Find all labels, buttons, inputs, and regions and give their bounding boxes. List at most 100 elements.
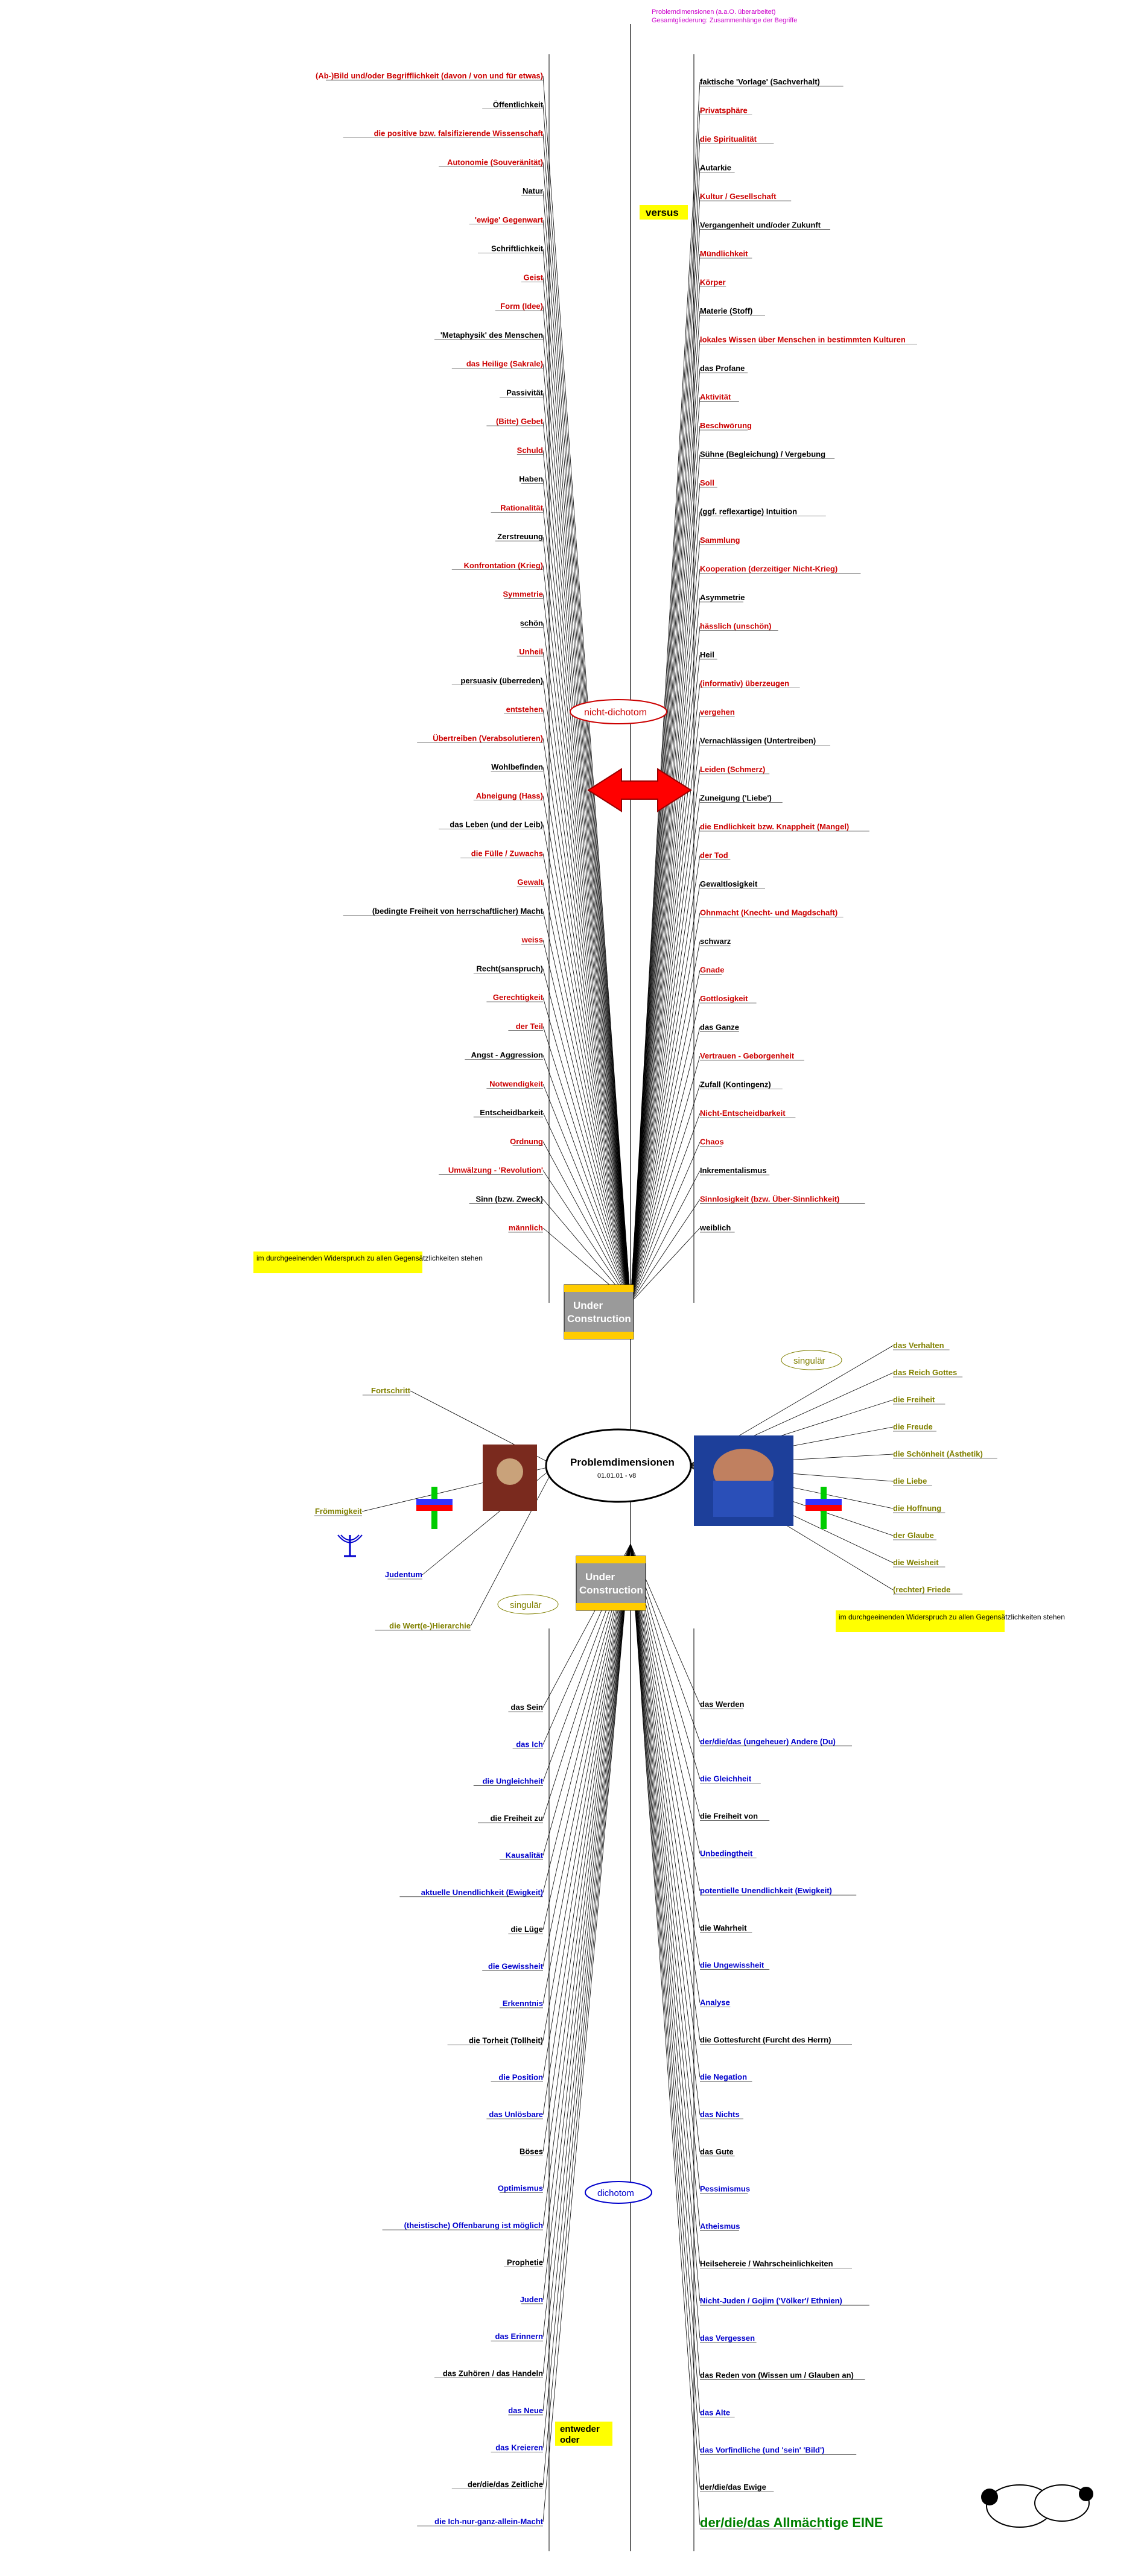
topic-schwarz[interactable]: schwarz (700, 937, 731, 946)
topic-das-leben-und-der-leib[interactable]: das Leben (und der Leib) (450, 820, 543, 829)
topic-aktivität[interactable]: Aktivität (700, 393, 731, 402)
topic-konfrontation-krieg[interactable]: Konfrontation (Krieg) (464, 561, 543, 570)
topic-rationalität[interactable]: Rationalität (500, 503, 543, 512)
topic-natur[interactable]: Natur (523, 186, 543, 195)
topic-öffentlichkeit[interactable]: Öffentlichkeit (493, 100, 544, 109)
topic-autarkie[interactable]: Autarkie (700, 163, 731, 172)
topic-analyse[interactable]: Analyse (700, 1998, 730, 2007)
topic-der-die-das-ewige[interactable]: der/die/das Ewige (700, 2483, 766, 2492)
topic-das-ganze[interactable]: das Ganze (700, 1023, 739, 1032)
topic-das-sein[interactable]: das Sein (511, 1703, 544, 1712)
topic-soll[interactable]: Soll (700, 478, 714, 487)
topic-vergehen[interactable]: vergehen (700, 707, 735, 717)
topic-die-ungewissheit[interactable]: die Ungewissheit (700, 1961, 764, 1970)
topic-metaphysik-des-menschen[interactable]: 'Metaphysik' des Menschen (440, 331, 543, 340)
topic-heil[interactable]: Heil (700, 650, 714, 659)
topic-der-die-das-zeitliche[interactable]: der/die/das Zeitliche (468, 2480, 543, 2489)
topic-ggf-reflexartige-intuition[interactable]: (ggf. reflexartige) Intuition (700, 507, 797, 516)
topic-männlich[interactable]: männlich (509, 1223, 543, 1232)
dichotom-tag[interactable]: dichotom (585, 2181, 652, 2204)
topic-kultur-gesellschaft[interactable]: Kultur / Gesellschaft (700, 192, 777, 201)
topic-sammlung[interactable]: Sammlung (700, 536, 740, 545)
topic-mündlichkeit[interactable]: Mündlichkeit (700, 249, 748, 258)
topic-die-endlichkeit-bzw-knappheit-mangel[interactable]: die Endlichkeit bzw. Knappheit (Mangel) (700, 822, 849, 831)
topic-die-negation[interactable]: die Negation (700, 2072, 747, 2081)
topic-frömmigkeit[interactable]: Frömmigkeit (315, 1507, 363, 1516)
topic-körper[interactable]: Körper (700, 278, 726, 287)
topic-leiden-schmerz[interactable]: Leiden (Schmerz) (700, 765, 765, 774)
topic-form-idee[interactable]: Form (Idee) (500, 302, 543, 311)
topic-weiblich[interactable]: weiblich (699, 1223, 731, 1232)
topic-abneigung-hass[interactable]: Abneigung (Hass) (476, 791, 543, 800)
topic-die-position[interactable]: die Position (498, 2073, 543, 2082)
topic-gerechtigkeit[interactable]: Gerechtigkeit (493, 993, 544, 1002)
topic-das-reden-von-wissen-um-glauben-an[interactable]: das Reden von (Wissen um / Glauben an) (700, 2371, 854, 2380)
topic-das-gute[interactable]: das Gute (700, 2147, 734, 2156)
topic-das-nichts[interactable]: das Nichts (700, 2110, 740, 2119)
topic-optimismus[interactable]: Optimismus (498, 2184, 543, 2193)
topic-übertreiben-verabsolutieren[interactable]: Übertreiben (Verabsolutieren) (433, 733, 543, 742)
topic-passivität[interactable]: Passivität (506, 388, 543, 397)
topic-der-die-das-ungeheuer-andere-du[interactable]: der/die/das (ungeheuer) Andere (Du) (700, 1737, 836, 1746)
topic-die-lüge[interactable]: die Lüge (511, 1925, 543, 1934)
topic-böses[interactable]: Böses (520, 2147, 543, 2156)
topic-ohnmacht-knecht-und-magdschaft[interactable]: Ohnmacht (Knecht- und Magdschaft) (700, 908, 837, 917)
topic-das-vergessen[interactable]: das Vergessen (700, 2334, 755, 2343)
topic-ordnung[interactable]: Ordnung (510, 1137, 543, 1146)
topic-sinn-bzw-zweck[interactable]: Sinn (bzw. Zweck) (476, 1194, 543, 1203)
topic-umwälzung-revolution[interactable]: Umwälzung - 'Revolution' (448, 1166, 543, 1175)
topic-angst-aggression[interactable]: Angst - Aggression (471, 1051, 543, 1060)
topic-die-gottesfurcht-furcht-des-herrn[interactable]: die Gottesfurcht (Furcht des Herrn) (700, 2035, 831, 2044)
topic-die-gewissheit[interactable]: die Gewissheit (488, 1962, 544, 1971)
topic-das-vorfindliche-und-sein-bild[interactable]: das Vorfindliche (und 'sein' 'Bild') (700, 2445, 824, 2454)
topic-gewaltlosigkeit[interactable]: Gewaltlosigkeit (700, 879, 758, 888)
topic-die-freude[interactable]: die Freude (893, 1422, 933, 1431)
topic-aktuelle-unendlichkeit-ewigkeit[interactable]: aktuelle Unendlichkeit (Ewigkeit) (421, 1888, 543, 1897)
topic-autonomie-souveränität[interactable]: Autonomie (Souveränität) (447, 157, 543, 166)
topic-chaos[interactable]: Chaos (700, 1138, 724, 1147)
topic-das-profane[interactable]: das Profane (700, 364, 745, 373)
topic-die-gleichheit[interactable]: die Gleichheit (700, 1774, 752, 1783)
topic-gottlosigkeit[interactable]: Gottlosigkeit (700, 994, 748, 1003)
topic-kausalität[interactable]: Kausalität (506, 1850, 544, 1859)
topic-entstehen[interactable]: entstehen (506, 705, 543, 714)
topic-beschwörung[interactable]: Beschwörung (700, 421, 752, 430)
topic-zufall-kontingenz[interactable]: Zufall (Kontingenz) (700, 1080, 771, 1089)
topic-die-spiritualität[interactable]: die Spiritualität (700, 134, 757, 144)
topic-materie-stoff[interactable]: Materie (Stoff) (700, 306, 752, 315)
topic-geist[interactable]: Geist (523, 273, 543, 282)
topic-heilsehereie-wahrscheinlichkeiten[interactable]: Heilsehereie / Wahrscheinlichkeiten (700, 2259, 833, 2268)
topic-schriftlichkeit[interactable]: Schriftlichkeit (491, 244, 544, 253)
topic-vertrauen-geborgenheit[interactable]: Vertrauen - Geborgenheit (700, 1051, 795, 1060)
topic-die-freiheit-von[interactable]: die Freiheit von (700, 1811, 758, 1820)
topic-nicht-juden-gojim-völker-ethnien[interactable]: Nicht-Juden / Gojim ('Völker'/ Ethnien) (700, 2296, 842, 2305)
topic-das-erinnern[interactable]: das Erinnern (495, 2332, 544, 2341)
topic-bedingte-freiheit-von-herrschaftlicher-m[interactable]: (bedingte Freiheit von herrschaftlicher)… (372, 907, 544, 916)
topic-die-ich-nur-ganz-allein-macht[interactable]: die Ich-nur-ganz-allein-Macht (434, 2517, 544, 2526)
topic-das-werden[interactable]: das Werden (700, 1700, 745, 1709)
topic-kooperation-derzeitiger-nicht-krieg[interactable]: Kooperation (derzeitiger Nicht-Krieg) (700, 565, 837, 574)
central-topic-cloud[interactable]: Problemdimensionen 01.01.01 - v8 (545, 1428, 692, 1503)
topic-der-glaube[interactable]: der Glaube (893, 1531, 934, 1540)
topic-das-neue[interactable]: das Neue (508, 2406, 543, 2415)
topic-recht-sanspruch[interactable]: Recht(sanspruch) (476, 964, 543, 973)
topic-symmetrie[interactable]: Symmetrie (503, 590, 543, 599)
topic-weiss[interactable]: weiss (521, 935, 543, 945)
topic-das-unlösbare[interactable]: das Unlösbare (489, 2110, 543, 2119)
topic-die-fülle-zuwachs[interactable]: die Fülle / Zuwachs (471, 849, 543, 858)
topic-hässlich-unschön[interactable]: hässlich (unschön) (700, 622, 771, 631)
topic-die-weisheit[interactable]: die Weisheit (893, 1558, 939, 1567)
topic-juden[interactable]: Juden (520, 2295, 543, 2304)
topic-asymmetrie[interactable]: Asymmetrie (700, 593, 745, 602)
topic-die-torheit-tollheit[interactable]: die Torheit (Tollheit) (469, 2036, 543, 2045)
topic-sinnlosigkeit-bzw-über-sinnlichkeit[interactable]: Sinnlosigkeit (bzw. Über-Sinnlichkeit) (700, 1195, 839, 1204)
topic-atheismus[interactable]: Atheismus (700, 2221, 740, 2230)
topic-die-wahrheit[interactable]: die Wahrheit (700, 1923, 747, 1932)
topic-potentielle-unendlichkeit-ewigkeit[interactable]: potentielle Unendlichkeit (Ewigkeit) (700, 1886, 832, 1895)
topic-ab-bild-und-oder-begrifflichkeit-davon-v[interactable]: (Ab-)Bild und/oder Begrifflichkeit (davo… (316, 71, 543, 80)
topic-vergangenheit-und-oder-zukunft[interactable]: Vergangenheit und/oder Zukunft (700, 221, 821, 230)
topic-faktische-vorlage-sachverhalt[interactable]: faktische 'Vorlage' (Sachverhalt) (700, 77, 820, 86)
topic-wohlbefinden[interactable]: Wohlbefinden (491, 762, 543, 771)
topic-die-ungleichheit[interactable]: die Ungleichheit (483, 1777, 544, 1786)
topic-zuneigung-liebe[interactable]: Zuneigung ('Liebe') (700, 794, 772, 803)
